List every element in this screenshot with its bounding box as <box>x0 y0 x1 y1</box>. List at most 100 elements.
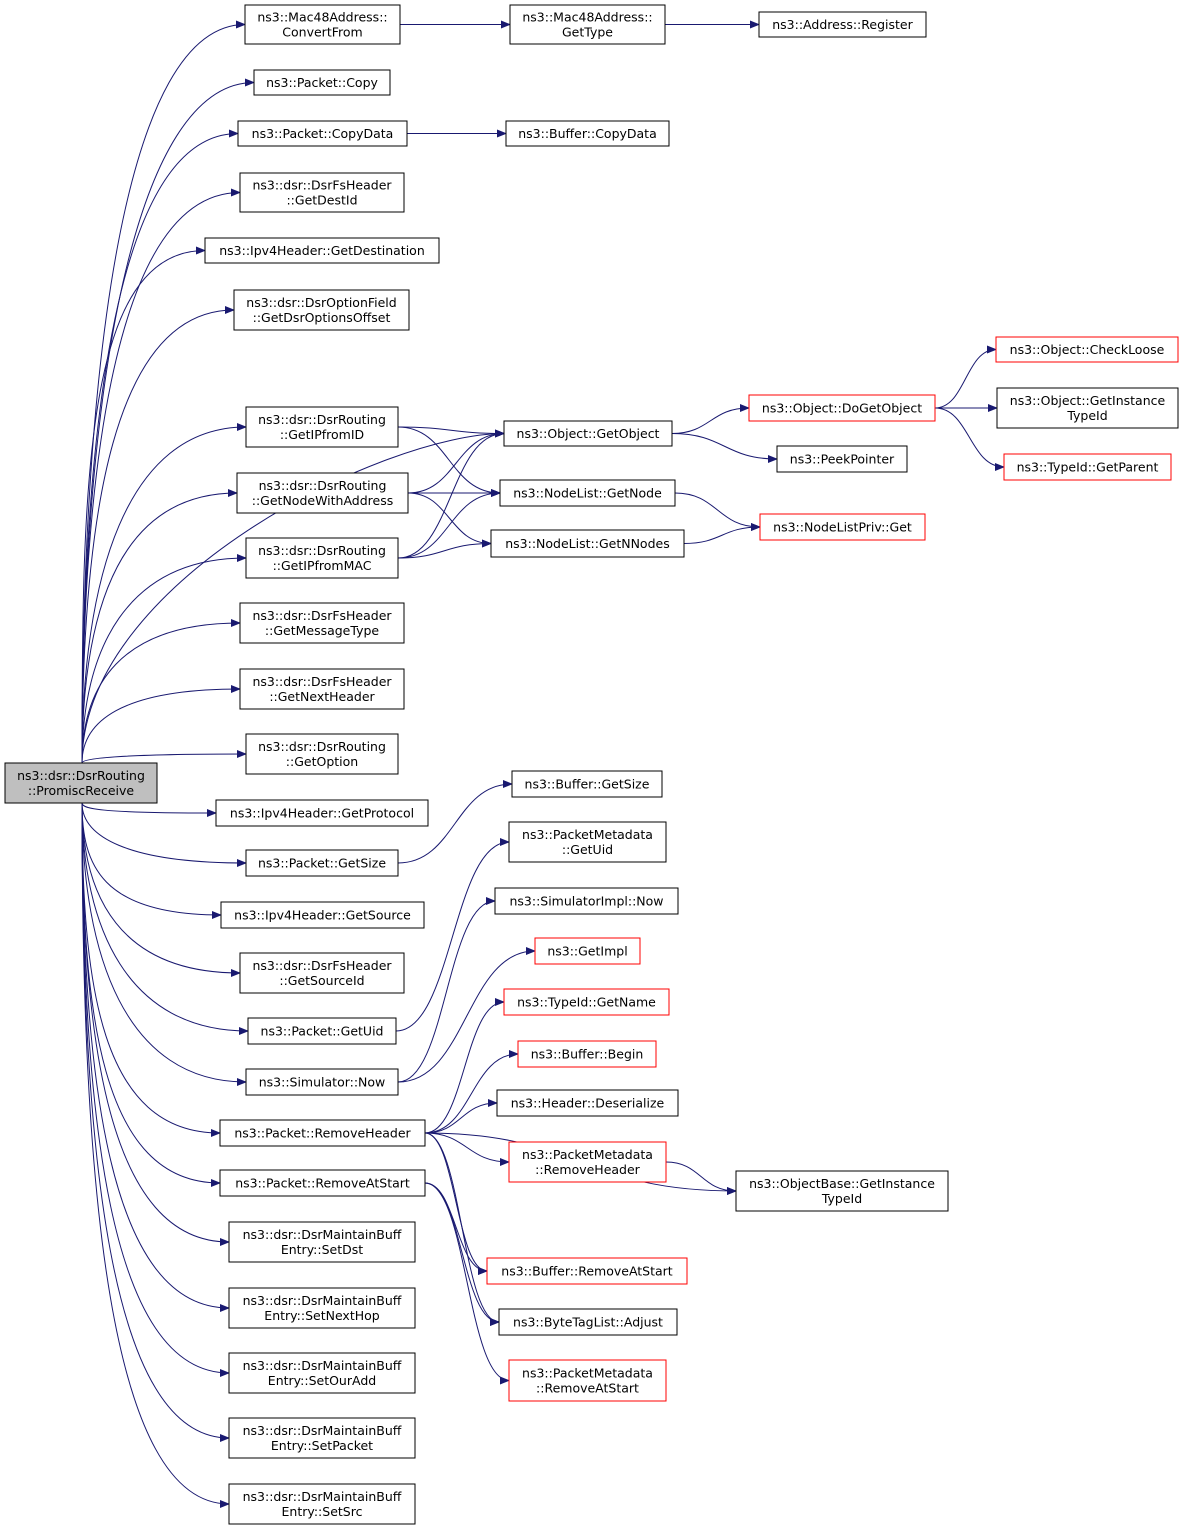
edge-line <box>81 802 247 867</box>
edge-pktmeta_removeheader-to-objbase_getinstance <box>665 1161 737 1195</box>
edge-obj_dogetobject-to-obj_checkloose <box>934 345 997 409</box>
node-label: ::GetMessageType <box>265 623 380 638</box>
edge-root-to-mac_convert <box>81 20 246 764</box>
node-pkt-copy[interactable]: ns3::Packet::Copy <box>253 69 391 96</box>
node-label: ns3::dsr::DsrRouting <box>17 768 145 783</box>
edge-obj_getobject-to-peekpointer <box>671 433 778 463</box>
edge-pkt_removeatstart-to-bytetag_adjust <box>424 1182 500 1326</box>
node-peekpointer[interactable]: ns3::PeekPointer <box>776 445 908 473</box>
edge-line <box>81 802 230 1442</box>
node-label: ns3::Object::GetObject <box>517 426 660 441</box>
edge-line <box>81 423 247 764</box>
edge-line <box>424 1182 500 1326</box>
node-buf-begin[interactable]: ns3::Buffer::Begin <box>517 1040 657 1068</box>
node-box <box>204 237 440 264</box>
edge-line <box>81 129 239 764</box>
edge-line <box>665 1161 737 1195</box>
edge-root-to-mb_setsrc <box>81 802 230 1508</box>
node-pkt-getsize[interactable]: ns3::Packet::GetSize <box>245 849 399 877</box>
node-typeid-getparent[interactable]: ns3::TypeId::GetParent <box>1003 453 1172 481</box>
node-label: TypeId <box>1066 408 1107 423</box>
node-addr-register[interactable]: ns3::Address::Register <box>758 11 927 38</box>
node-simimpl-now[interactable]: ns3::SimulatorImpl::Now <box>494 887 679 915</box>
edge-root-to-dsr_getnodewithaddr <box>81 489 238 764</box>
node-ipv4-getdest[interactable]: ns3::Ipv4Header::GetDestination <box>204 237 440 264</box>
node-obj-dogetobject[interactable]: ns3::Object::DoGetObject <box>748 394 936 422</box>
node-obj-checkloose[interactable]: ns3::Object::CheckLoose <box>995 336 1179 363</box>
node-opt-getoffset[interactable]: ns3::dsr::DsrOptionField::GetDsrOptionsO… <box>233 289 410 331</box>
node-box <box>239 172 405 213</box>
node-mac-convert[interactable]: ns3::Mac48Address::ConvertFrom <box>244 4 401 45</box>
node-mb-setpacket[interactable]: ns3::dsr::DsrMaintainBuffEntry::SetPacke… <box>228 1417 416 1459</box>
node-label: ns3::Object::DoGetObject <box>762 401 922 416</box>
node-label: ::GetIPfromID <box>280 427 364 442</box>
node-pkt-getuid[interactable]: ns3::Packet::GetUid <box>247 1017 397 1045</box>
node-label: ns3::dsr::DsrRouting <box>258 739 386 754</box>
node-pktmeta-getuid[interactable]: ns3::PacketMetadata::GetUid <box>508 821 667 863</box>
edge-root-to-pkt_getsize <box>81 802 247 867</box>
edge-line <box>934 345 997 409</box>
node-fs-getmsgtype[interactable]: ns3::dsr::DsrFsHeader::GetMessageType <box>239 602 405 644</box>
node-ipv4-getprotocol[interactable]: ns3::Ipv4Header::GetProtocol <box>215 799 429 827</box>
node-box <box>534 937 641 965</box>
node-label: ns3::dsr::DsrMaintainBuff <box>243 1227 402 1242</box>
node-nodelist-getnnodes[interactable]: ns3::NodeList::GetNNodes <box>490 529 685 558</box>
node-box <box>509 4 666 45</box>
edge-root-to-pkt_getuid <box>81 802 249 1035</box>
node-sim-now[interactable]: ns3::Simulator::Now <box>245 1068 399 1096</box>
node-dsr-getoption[interactable]: ns3::dsr::DsrRouting::GetOption <box>245 733 399 775</box>
edge-line <box>674 492 761 531</box>
node-buf-copydata[interactable]: ns3::Buffer::CopyData <box>505 120 670 147</box>
node-pkt-copydata[interactable]: ns3::Packet::CopyData <box>237 120 408 147</box>
node-box <box>220 901 425 929</box>
node-label: ns3::TypeId::GetName <box>517 995 656 1010</box>
edge-root-to-ipv4_getsource <box>81 802 222 919</box>
edge-line <box>81 802 241 977</box>
node-mb-setnexthop[interactable]: ns3::dsr::DsrMaintainBuffEntry::SetNextH… <box>228 1287 416 1329</box>
node-fs-getdestid[interactable]: ns3::dsr::DsrFsHeader::GetDestId <box>239 172 405 213</box>
node-pktmeta-removeatstart[interactable]: ns3::PacketMetadata::RemoveAtStart <box>508 1359 667 1402</box>
node-nodelistpriv-get[interactable]: ns3::NodeListPriv::Get <box>759 513 926 541</box>
edge-line <box>671 404 750 434</box>
node-dsr-getipfrommac[interactable]: ns3::dsr::DsrRouting::GetIPfromMAC <box>245 537 399 579</box>
node-pktmeta-removeheader[interactable]: ns3::PacketMetadata::RemoveHeader <box>508 1141 667 1183</box>
edge-line <box>407 429 505 494</box>
edge-pkt_removeheader-to-pktmeta_removeheader <box>424 1132 510 1166</box>
node-box <box>237 120 408 147</box>
node-label: ns3::Object::CheckLoose <box>1010 342 1165 357</box>
node-nodelist-getnode[interactable]: ns3::NodeList::GetNode <box>499 479 676 507</box>
node-pkt-removeheader[interactable]: ns3::Packet::RemoveHeader <box>219 1119 426 1147</box>
edge-pkt_removeheader-to-buf_begin <box>424 1050 519 1134</box>
node-bytetag-adjust[interactable]: ns3::ByteTagList::Adjust <box>498 1308 678 1336</box>
node-buf-removeatstart[interactable]: ns3::Buffer::RemoveAtStart <box>486 1257 688 1285</box>
node-pkt-removeatstart[interactable]: ns3::Packet::RemoveAtStart <box>219 1169 426 1197</box>
edge-pkt_getsize-to-buf_getsize <box>397 780 513 864</box>
node-label: ns3::dsr::DsrMaintainBuff <box>243 1423 402 1438</box>
node-label: ns3::Simulator::Now <box>259 1075 386 1090</box>
node-mac-gettype[interactable]: ns3::Mac48Address::GetType <box>509 4 666 45</box>
node-obj-getobject[interactable]: ns3::Object::GetObject <box>503 420 673 447</box>
edge-pkt_removeheader-to-buf_removeatstart <box>424 1132 488 1275</box>
node-ipv4-getsource[interactable]: ns3::Ipv4Header::GetSource <box>220 901 425 929</box>
node-typeid-getname[interactable]: ns3::TypeId::GetName <box>503 988 670 1016</box>
node-mb-setouradd[interactable]: ns3::dsr::DsrMaintainBuffEntry::SetOurAd… <box>228 1352 416 1394</box>
edge-line <box>397 947 536 1083</box>
node-label: ns3::Buffer::CopyData <box>518 126 657 141</box>
node-label: Entry::SetSrc <box>282 1504 363 1519</box>
node-box <box>228 1221 416 1263</box>
node-dsr-getnodewithaddr[interactable]: ns3::dsr::DsrRouting::GetNodeWithAddress <box>236 472 409 514</box>
edge-line <box>81 619 241 764</box>
node-hdr-deserialize[interactable]: ns3::Header::Deserialize <box>496 1089 679 1117</box>
node-fs-getsourceid[interactable]: ns3::dsr::DsrFsHeader::GetSourceId <box>239 952 405 994</box>
node-buf-getsize[interactable]: ns3::Buffer::GetSize <box>511 770 663 798</box>
node-label: ns3::PacketMetadata <box>522 827 653 842</box>
node-getimpl[interactable]: ns3::GetImpl <box>534 937 641 965</box>
node-dsr-getipfromid[interactable]: ns3::dsr::DsrRouting::GetIPfromID <box>245 406 399 448</box>
node-box <box>517 1040 657 1068</box>
node-box <box>228 1417 416 1459</box>
node-fs-getnextheader[interactable]: ns3::dsr::DsrFsHeader::GetNextHeader <box>239 668 405 710</box>
